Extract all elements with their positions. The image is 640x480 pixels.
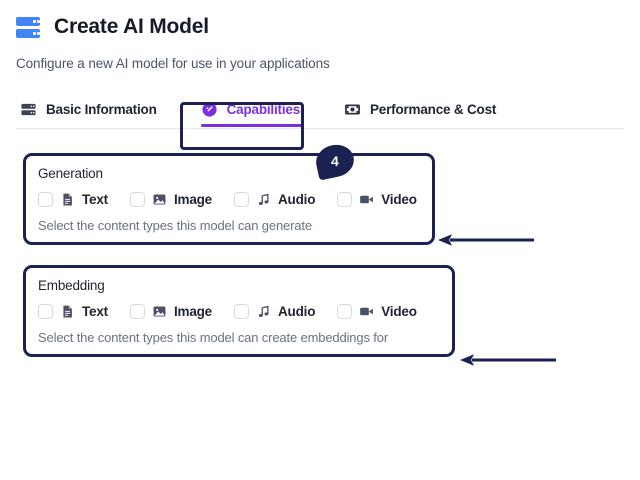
tab-capabilities[interactable]: Capabilities bbox=[197, 91, 318, 127]
embedding-card-title: Embedding bbox=[38, 278, 105, 293]
option-label: Image bbox=[173, 192, 212, 207]
generation-option-text[interactable]: Text bbox=[38, 192, 108, 207]
option-label: Audio bbox=[278, 304, 316, 319]
gauge-icon bbox=[202, 101, 217, 117]
checkbox[interactable] bbox=[234, 192, 249, 207]
option-label: Video bbox=[381, 192, 417, 207]
embedding-option-text[interactable]: Text bbox=[38, 304, 108, 319]
option-label: Text bbox=[82, 192, 108, 207]
capabilities-content: Generation Text bbox=[0, 129, 640, 357]
database-icon-bar-top bbox=[16, 16, 40, 26]
checkbox[interactable] bbox=[38, 304, 53, 319]
page-subtitle: Configure a new AI model for use in your… bbox=[16, 56, 330, 71]
checkbox[interactable] bbox=[337, 192, 353, 207]
embedding-options: Text Image Audio bbox=[38, 304, 440, 319]
tabs-divider bbox=[16, 128, 624, 129]
database-icon bbox=[16, 14, 42, 40]
tabs-row: Basic Information Capabilities bbox=[0, 91, 640, 129]
embedding-option-image[interactable]: Image bbox=[129, 304, 212, 319]
generation-card: Generation Text bbox=[23, 153, 435, 245]
checkbox[interactable] bbox=[38, 192, 53, 207]
banknote-icon bbox=[345, 104, 360, 114]
document-icon bbox=[63, 305, 72, 318]
option-label: Audio bbox=[278, 192, 316, 207]
page-title: Create AI Model bbox=[54, 15, 209, 38]
generation-option-image[interactable]: Image bbox=[129, 192, 212, 207]
checkbox[interactable] bbox=[337, 304, 353, 319]
generation-card-help: Select the content types this model can … bbox=[38, 218, 312, 233]
generation-options: Text Image Audio bbox=[38, 192, 420, 207]
tab-active-underline bbox=[200, 124, 304, 127]
tab-performance-cost[interactable]: Performance & Cost bbox=[340, 91, 514, 127]
music-note-icon bbox=[258, 193, 269, 205]
option-label: Text bbox=[82, 304, 108, 319]
video-camera-icon bbox=[360, 195, 374, 204]
page-header: Create AI Model bbox=[0, 0, 640, 40]
video-camera-icon bbox=[360, 307, 374, 316]
generation-option-audio[interactable]: Audio bbox=[234, 192, 315, 207]
checkbox[interactable] bbox=[129, 304, 145, 319]
option-label: Video bbox=[381, 304, 417, 319]
tab-label: Performance & Cost bbox=[370, 101, 497, 117]
generation-card-title: Generation bbox=[38, 166, 103, 181]
embedding-option-audio[interactable]: Audio bbox=[234, 304, 315, 319]
checkbox[interactable] bbox=[129, 192, 145, 207]
document-icon bbox=[63, 193, 72, 206]
embedding-option-video[interactable]: Video bbox=[337, 304, 417, 319]
tabs-bar: Basic Information Capabilities bbox=[0, 91, 640, 129]
image-icon bbox=[153, 306, 166, 317]
generation-option-video[interactable]: Video bbox=[337, 192, 417, 207]
checkbox[interactable] bbox=[234, 304, 249, 319]
image-icon bbox=[153, 194, 166, 205]
embedding-card-help: Select the content types this model can … bbox=[38, 330, 389, 345]
database-icon bbox=[21, 103, 36, 115]
annotation-step-number: 4 bbox=[331, 153, 339, 170]
music-note-icon bbox=[258, 305, 269, 317]
tab-label: Basic Information bbox=[46, 101, 157, 117]
tab-label: Capabilities bbox=[226, 101, 301, 117]
embedding-card: Embedding Text bbox=[23, 265, 455, 357]
tab-basic-information[interactable]: Basic Information bbox=[16, 91, 175, 127]
database-icon-bar-bottom bbox=[16, 28, 40, 38]
option-label: Image bbox=[173, 304, 212, 319]
